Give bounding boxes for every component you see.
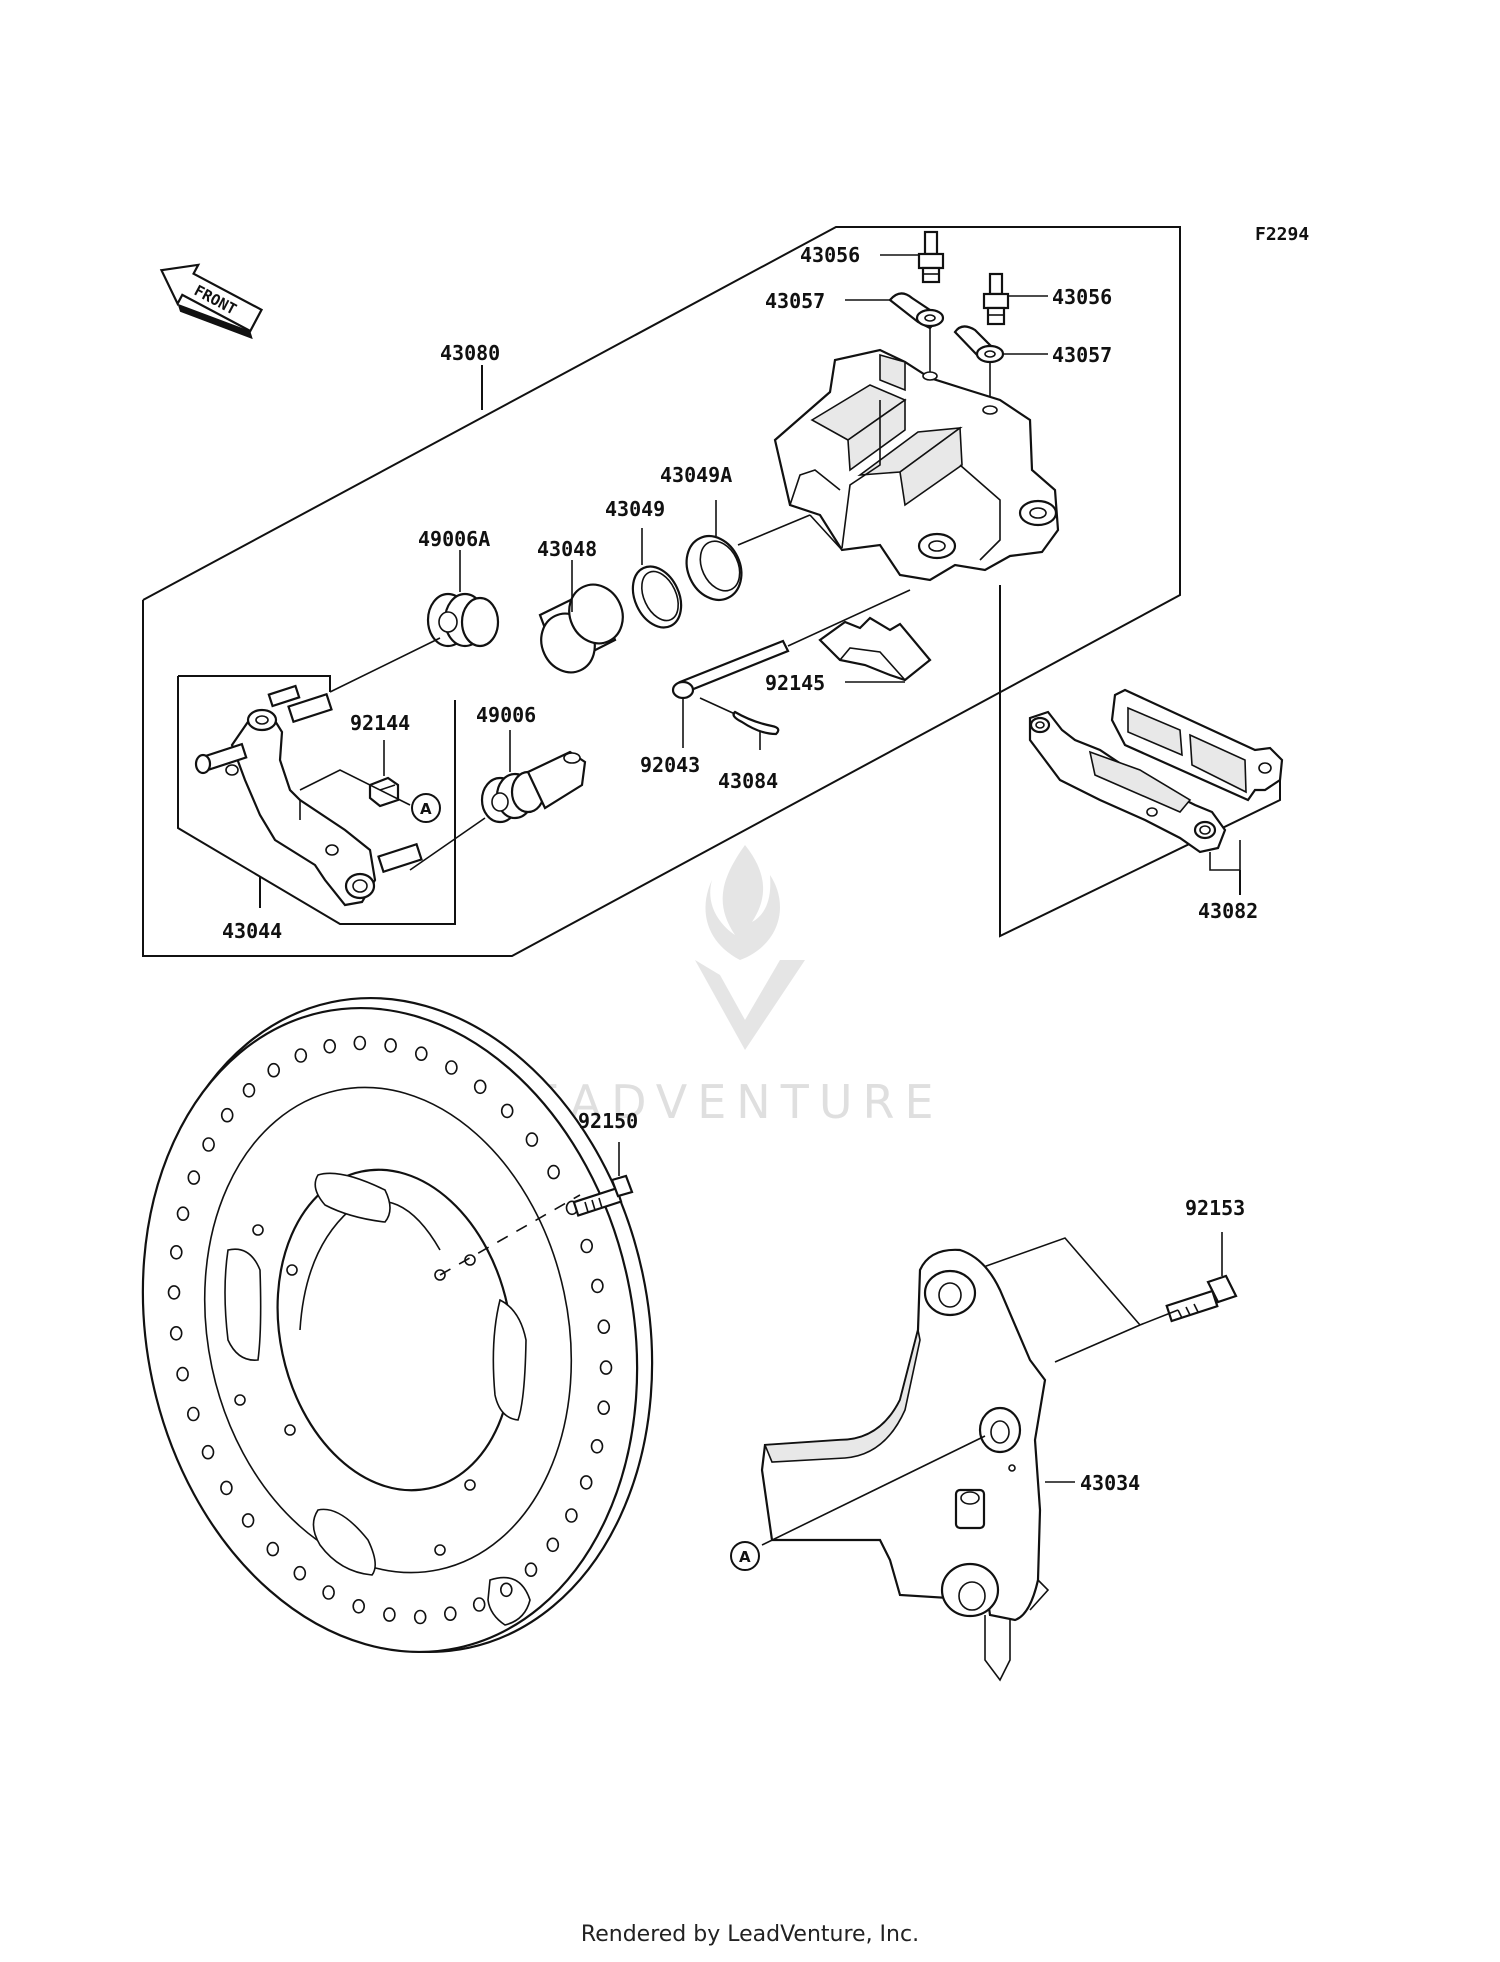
- disc-vent-hole: [242, 1083, 256, 1098]
- disc-vent-hole: [524, 1562, 538, 1577]
- disc-vent-hole: [597, 1400, 611, 1415]
- watermark-logo: [695, 845, 805, 1050]
- disc-vent-hole: [220, 1480, 233, 1496]
- label-43048: 43048: [537, 537, 597, 561]
- label-43056-right: 43056: [1052, 285, 1112, 309]
- piston-43048: [538, 583, 624, 674]
- disc-vent-hole: [383, 1607, 396, 1622]
- disc-vent-hole: [590, 1439, 604, 1454]
- label-43049A: 43049A: [660, 463, 732, 487]
- label-43034: 43034: [1080, 1471, 1140, 1495]
- caliper-body: [773, 348, 1060, 582]
- slide-pin-92043: [671, 639, 790, 700]
- label-43049: 43049: [605, 497, 665, 521]
- disc-vent-hole: [580, 1238, 594, 1254]
- label-43044: 43044: [222, 919, 282, 943]
- disc-vent-hole: [565, 1508, 578, 1523]
- disc-vent-hole: [414, 1046, 428, 1061]
- disc-vent-hole: [176, 1366, 189, 1382]
- disc-vent-hole: [473, 1079, 487, 1095]
- boot-49006A: [426, 592, 500, 648]
- disc-vent-hole: [591, 1278, 604, 1294]
- disc-vent-hole: [241, 1513, 255, 1528]
- disc-vent-hole: [167, 1285, 181, 1300]
- bolt-92150: [572, 1174, 634, 1217]
- label-43084: 43084: [718, 769, 778, 793]
- disc-vent-hole: [525, 1132, 539, 1147]
- bleeder-cap-right: [953, 325, 1005, 364]
- label-43057-right: 43057: [1052, 343, 1112, 367]
- disc-vent-hole: [579, 1475, 593, 1490]
- bleeder-valve-right: [982, 272, 1010, 326]
- disc-vent-hole: [220, 1107, 234, 1123]
- label-92043: 92043: [640, 753, 700, 777]
- disc-vent-hole: [384, 1038, 397, 1053]
- diagram-code: F2294: [1255, 224, 1309, 245]
- disc-vent-hole: [176, 1206, 190, 1221]
- ref-marker-a-lower: A: [739, 1548, 751, 1566]
- disc-vent-hole: [499, 1582, 513, 1598]
- disc-vent-hole: [293, 1565, 307, 1581]
- boot-49006: [480, 750, 587, 824]
- disc-vent-hole: [547, 1164, 560, 1180]
- disc-vent-hole: [597, 1319, 611, 1334]
- disc-vent-hole: [187, 1170, 201, 1185]
- label-43082: 43082: [1198, 899, 1258, 923]
- piston-seal-43049A: [685, 535, 743, 601]
- bleeder-cap-left: [888, 292, 945, 330]
- bracket-subassembly-box: [178, 675, 331, 692]
- disc-vent-hole: [294, 1048, 308, 1063]
- brake-pad-back: [1110, 688, 1284, 802]
- disc-vent-hole: [322, 1585, 335, 1600]
- ref-marker-a-upper: A: [420, 800, 432, 818]
- disc-vent-hole: [267, 1062, 281, 1078]
- caliper-bracket-43044: [194, 684, 423, 907]
- brake-disc-41080: [141, 997, 654, 1653]
- disc-vent-hole: [353, 1035, 367, 1051]
- disc-vent-hole: [413, 1609, 427, 1625]
- disc-vent-hole: [445, 1060, 458, 1075]
- bolt-92153: [1165, 1274, 1238, 1323]
- label-43057-left: 43057: [765, 289, 825, 313]
- disc-vent-hole: [472, 1597, 486, 1612]
- disc-vent-hole: [187, 1406, 200, 1422]
- disc-vent-hole: [599, 1360, 613, 1375]
- disc-vent-hole: [323, 1039, 337, 1054]
- disc-vent-hole: [169, 1326, 183, 1341]
- label-43080: 43080: [440, 341, 500, 365]
- clip-43084: [732, 710, 780, 736]
- front-arrow-icon: FRONT: [159, 263, 264, 340]
- disc-vent-hole: [202, 1137, 215, 1152]
- label-92144: 92144: [350, 711, 410, 735]
- disc-vent-hole: [170, 1245, 183, 1260]
- disc-vent-hole: [201, 1444, 215, 1460]
- label-92145: 92145: [765, 671, 825, 695]
- caliper-mount-bracket-43034: [760, 1248, 1050, 1682]
- label-49006: 49006: [476, 703, 536, 727]
- disc-vent-hole: [352, 1599, 366, 1614]
- disc-vent-hole: [266, 1541, 280, 1557]
- label-43056-left: 43056: [800, 243, 860, 267]
- bleeder-valve-left: [917, 230, 945, 284]
- disc-vent-holes: [167, 1035, 613, 1625]
- brake-pad-front: [1028, 710, 1227, 854]
- label-49006A: 49006A: [418, 527, 490, 551]
- label-92150: 92150: [578, 1109, 638, 1133]
- piston-seal-43049: [631, 565, 683, 629]
- disc-vent-hole: [443, 1606, 457, 1621]
- pad-spring-92145: [818, 616, 932, 682]
- caliper-assembly-box: [142, 226, 1181, 957]
- disc-vent-hole: [546, 1537, 560, 1553]
- label-92153: 92153: [1185, 1196, 1245, 1220]
- footer-credit: Rendered by LeadVenture, Inc.: [580, 1922, 920, 1947]
- disc-vent-hole: [500, 1103, 514, 1119]
